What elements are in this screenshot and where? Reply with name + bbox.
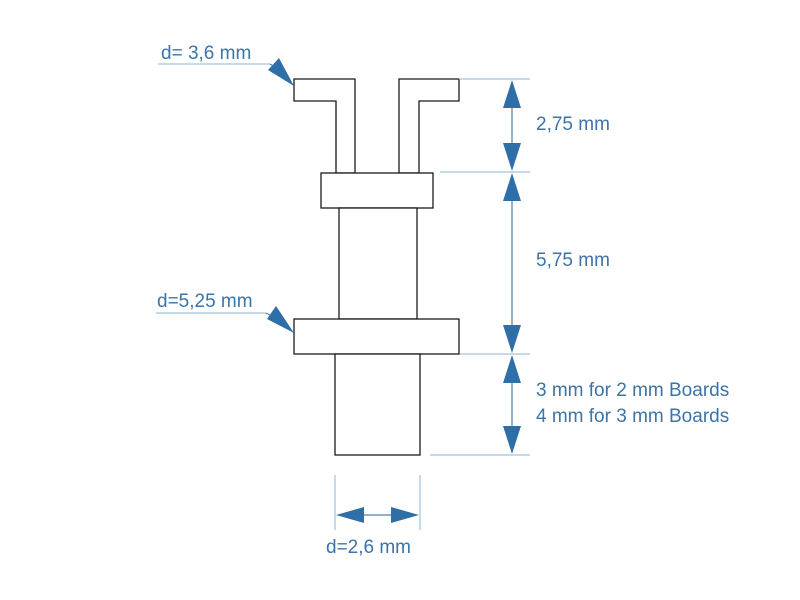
arrow-down-icon (503, 325, 521, 353)
label-collar-diameter: d=5,25 mm (157, 291, 253, 312)
label-top-height: 2,75 mm (536, 114, 610, 135)
label-top-diameter: d= 3,6 mm (161, 43, 251, 64)
arrow-up-icon (503, 355, 521, 383)
dimension-bottom-diameter (336, 507, 419, 523)
middle-shaft (338, 207, 418, 320)
label-bottom-diameter: d=2,6 mm (326, 537, 411, 558)
leader-top-diameter (158, 58, 294, 86)
dimension-top-height (503, 80, 521, 171)
arrow-up-icon (503, 173, 521, 201)
lower-collar (293, 318, 460, 355)
leader-arrow-icon (267, 306, 294, 333)
top-left-hook (293, 78, 356, 174)
upper-flange (320, 172, 434, 209)
part-outline (293, 78, 460, 456)
label-middle-height: 5,75 mm (536, 250, 610, 271)
leader-collar-diameter (156, 306, 294, 333)
arrow-down-icon (503, 143, 521, 171)
label-bottom-height-line1: 3 mm for 2 mm Boards (536, 380, 729, 401)
extension-lines (334, 78, 530, 530)
arrow-right-icon (391, 507, 419, 523)
bottom-pin (334, 353, 421, 456)
arrow-left-icon (336, 507, 364, 523)
label-bottom-height-line2: 4 mm for 3 mm Boards (536, 406, 729, 427)
top-right-hook (398, 78, 460, 174)
leader-arrow-icon (268, 58, 294, 86)
dimension-bottom-height (503, 355, 521, 454)
dimension-middle-height (503, 173, 521, 353)
arrow-up-icon (503, 80, 521, 108)
arrow-down-icon (503, 426, 521, 454)
